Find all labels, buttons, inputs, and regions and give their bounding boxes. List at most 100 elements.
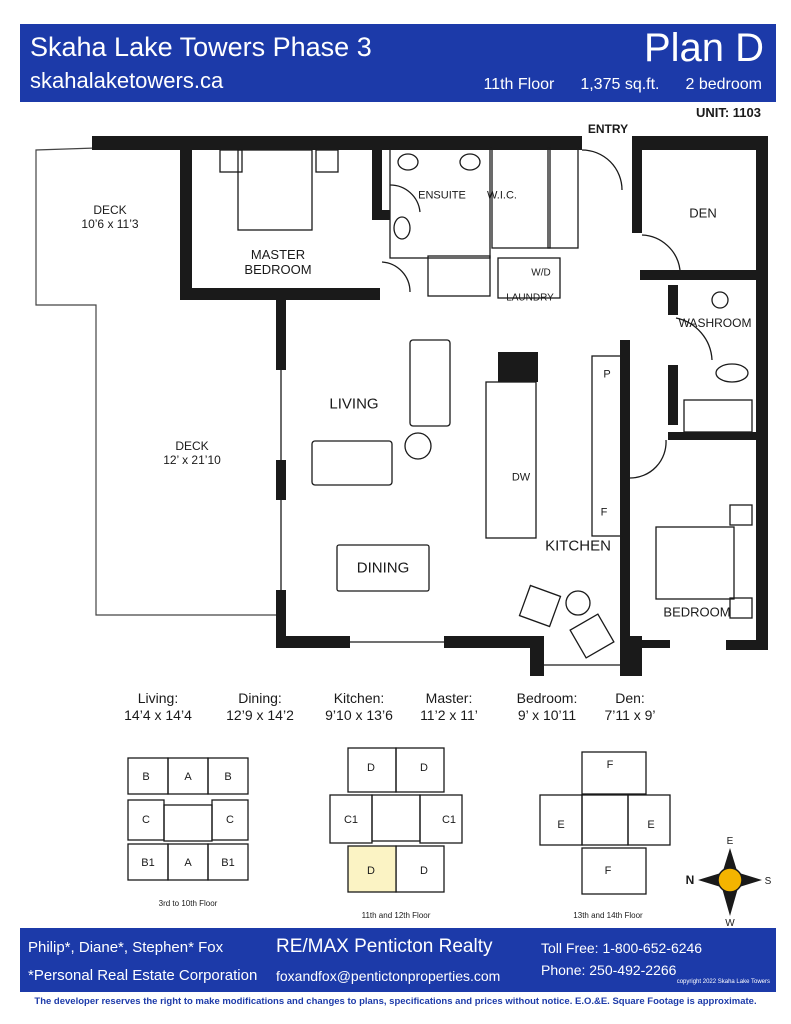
wic-label: W.I.C. (487, 189, 517, 202)
floor-plan-drawing (35, 136, 768, 676)
kp3-unit: F (605, 865, 612, 877)
kp3-unit: E (557, 819, 564, 831)
deck-lower-label: DECK 12’ x 21’10 (163, 439, 221, 468)
kp2-unit: C1 (442, 814, 456, 826)
sqft-label: 1,375 sq.ft. (580, 76, 660, 93)
keyplan-3-outline (539, 751, 671, 895)
tollfree-number[interactable]: Toll Free: 1-800-652-6246 (541, 940, 703, 956)
den-label: DEN (689, 205, 717, 221)
floor-plan: ENTRY DECK 10’6 x 11’3 MASTER BEDROOM EN… (0, 118, 791, 688)
nightstand (219, 149, 243, 173)
fireplace (498, 352, 538, 382)
floor-label: 11th Floor (483, 76, 555, 93)
compass-w: W (725, 918, 735, 928)
ensuite-label: ENSUITE (418, 189, 466, 202)
master-bed (237, 149, 313, 231)
kp3-unit: F (607, 759, 614, 771)
deck-lower-dims: 12’ x 21’10 (163, 453, 221, 467)
kp1-unit: A (184, 771, 192, 783)
shower (427, 255, 491, 297)
key-plans: B A B C C B1 A B1 D D C1 C1 D D F E E F … (0, 738, 791, 929)
deck-lower-name: DECK (175, 439, 209, 454)
kitchen-island (485, 381, 537, 539)
header-banner: Skaha Lake Towers Phase 3 skahalaketower… (20, 24, 776, 102)
toilet (715, 363, 749, 383)
ensuite-room (389, 147, 491, 259)
kp3-unit: E (647, 819, 654, 831)
bathtub (683, 399, 753, 433)
dining-table (336, 544, 430, 592)
deck-upper-dims: 10’6 x 11’3 (81, 217, 139, 231)
kp1-unit: A (184, 857, 192, 869)
keyplan-1-outline (127, 757, 249, 881)
copyright-note: copyright 2022 Skaha Lake Towers (676, 979, 770, 985)
laundry-room (497, 257, 561, 299)
deck-upper-name: DECK (93, 203, 127, 218)
kp1-unit: B1 (141, 857, 154, 869)
kitchen-counter (591, 355, 623, 537)
compass-icon (698, 848, 762, 916)
footer-banner: Philip*, Diane*, Stephen* Fox *Personal … (20, 928, 776, 992)
washroom-sink (711, 291, 729, 309)
kp2-unit: D (367, 865, 375, 877)
corporation-note: *Personal Real Estate Corporation (28, 967, 258, 984)
kp2-caption: 11th and 12th Floor (362, 911, 431, 920)
entry-label: ENTRY (587, 122, 629, 137)
kp1-unit: C (226, 814, 234, 826)
dimension-kitchen: Kitchen:9’10 x 13’6 (325, 690, 393, 723)
laundry-label: LAUNDRY (506, 292, 554, 304)
agent-names: Philip*, Diane*, Stephen* Fox (28, 939, 224, 956)
compass-n: N (686, 873, 695, 887)
wic-room (491, 147, 551, 249)
kp1-unit: C (142, 814, 150, 826)
kp1-unit: B1 (221, 857, 234, 869)
pantry-label: P (603, 368, 611, 381)
kp2-unit: D (420, 865, 428, 877)
compass-e: E (727, 836, 734, 847)
master-bedroom-label: MASTER BEDROOM (244, 247, 312, 278)
dimension-bedroom: Bedroom:9’ x 10’11 (516, 690, 578, 723)
bedroom-bed (655, 526, 735, 600)
compass-s: S (765, 876, 772, 887)
dishwasher-label: DW (511, 471, 531, 484)
plan-summary: 11th Floor 1,375 sq.ft. 2 bedroom (457, 76, 762, 94)
deck-upper-label: DECK 10’6 x 11’3 (81, 203, 139, 232)
kp2-unit: D (420, 762, 428, 774)
email-link[interactable]: foxandfox@pentictonproperties.com (276, 968, 501, 984)
compass-center-icon (717, 867, 743, 893)
dimension-dining: Dining:12’9 x 14’2 (226, 690, 294, 723)
side-table (404, 432, 432, 460)
master-line1: MASTER (250, 247, 306, 263)
kitchen-label: KITCHEN (545, 537, 611, 555)
keyplan-2-highlight-unit (347, 845, 397, 893)
plan-title: Plan D (643, 26, 764, 70)
unit-number: UNIT: 1103 (695, 105, 761, 120)
fridge-label: F (600, 506, 608, 519)
building-title: Skaha Lake Towers Phase 3 (30, 32, 372, 62)
dimension-den: Den:7’11 x 9’ (604, 690, 656, 723)
brokerage-name: RE/MAX Penticton Realty (276, 936, 493, 957)
key-plans-drawing: B A B C C B1 A B1 D D C1 C1 D D F E E F … (127, 747, 772, 929)
dining-label: DINING (356, 559, 410, 577)
living-label: LIVING (329, 395, 379, 413)
kp3-caption: 13th and 14th Floor (573, 911, 643, 920)
kp1-caption: 3rd to 10th Floor (159, 899, 218, 908)
sofa (409, 339, 451, 427)
master-line2: BEDROOM (244, 262, 312, 277)
bedrooms-label: 2 bedroom (685, 76, 763, 93)
room-dimensions: Living:14’4 x 14’4 Dining:12’9 x 14’2 Ki… (0, 690, 791, 730)
kp2-unit: D (367, 762, 375, 774)
website-link[interactable]: skahalaketowers.ca (30, 68, 224, 93)
disclaimer: The developer reserves the right to make… (34, 996, 757, 1007)
kp1-unit: B (142, 771, 149, 783)
phone-number[interactable]: Phone: 250-492-2266 (541, 962, 677, 978)
nightstand (315, 149, 339, 173)
dimension-master: Master:11’2 x 11’ (420, 690, 478, 723)
exterior-walls (92, 136, 768, 676)
kp2-unit: C1 (344, 814, 358, 826)
loveseat (311, 440, 393, 486)
bedroom-label: BEDROOM (663, 604, 731, 620)
deck-upper-outline (35, 147, 283, 616)
wd-label: W/D (531, 267, 551, 279)
kp1-unit: B (224, 771, 231, 783)
